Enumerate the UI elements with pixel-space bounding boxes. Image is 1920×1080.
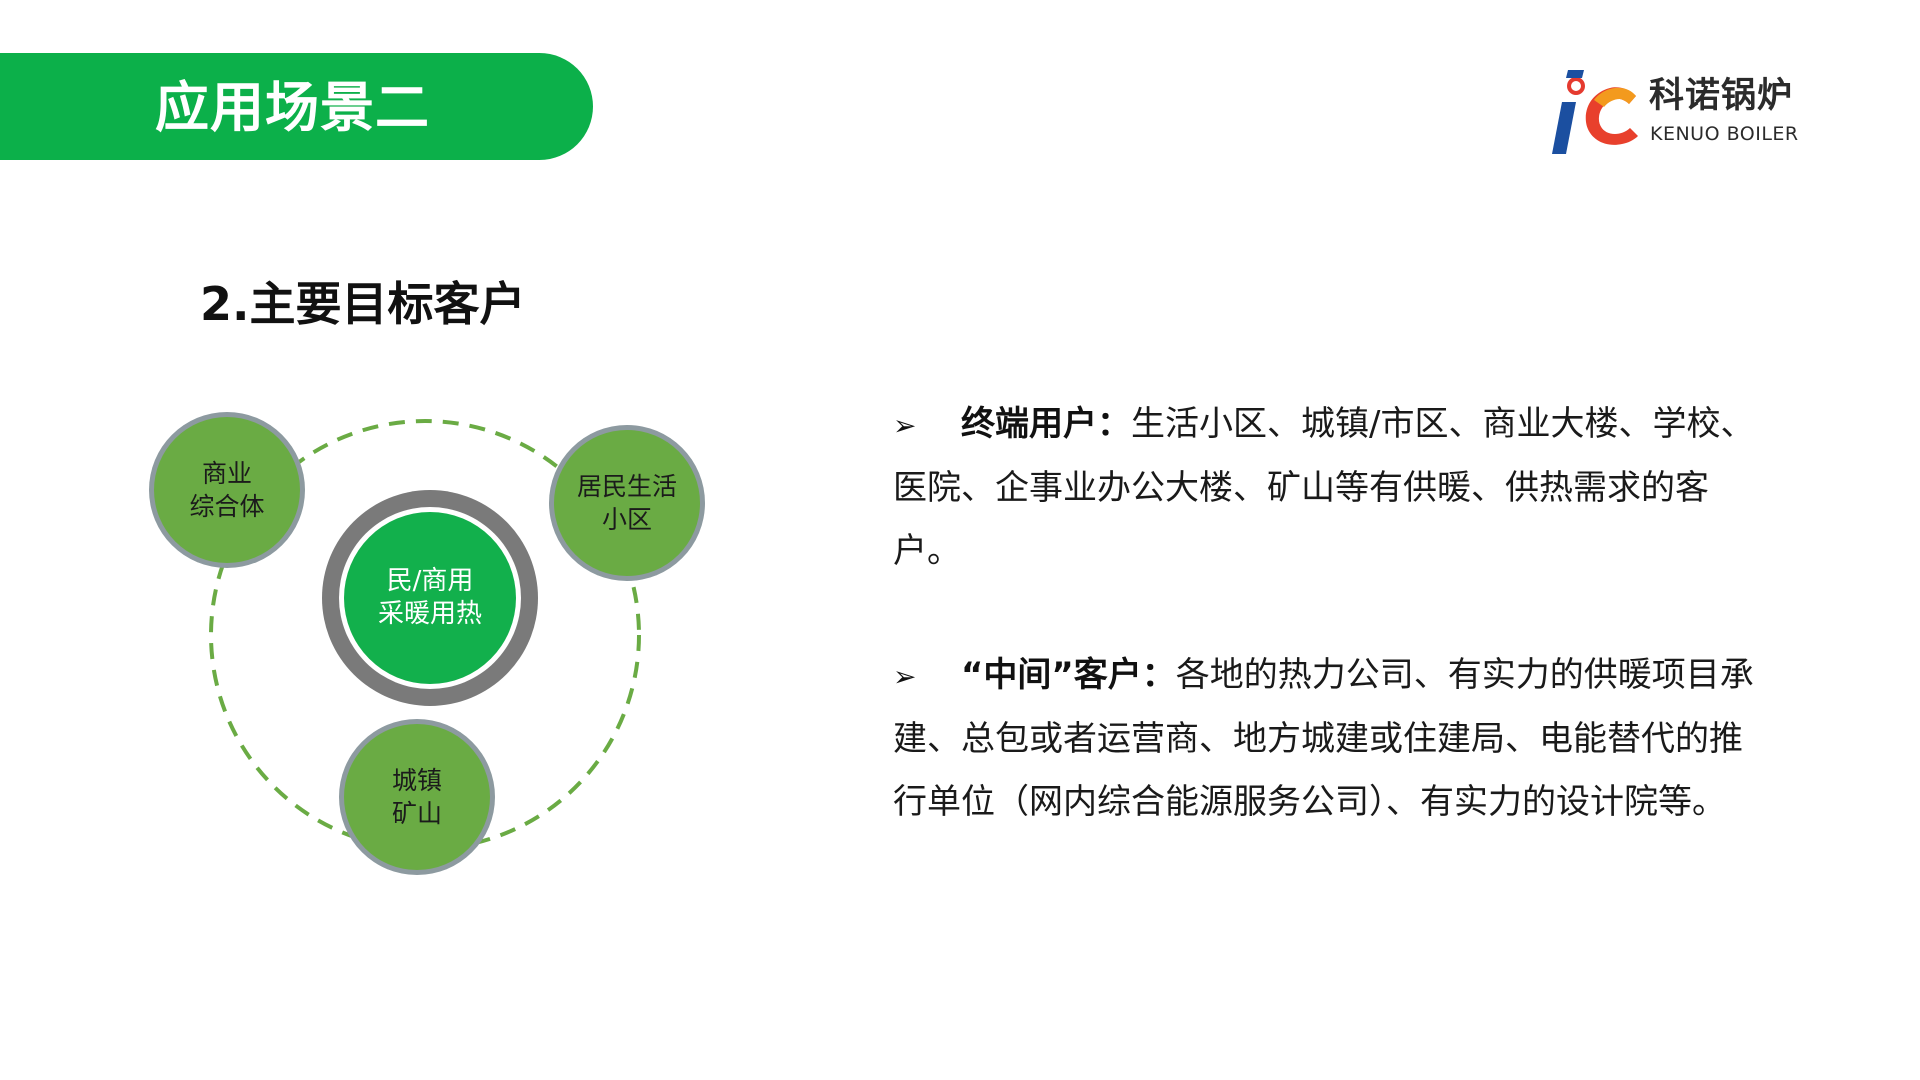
logo-english-name: KENUO BOILER xyxy=(1650,123,1799,145)
bullet-text: 各地的热力公司、有实力的供暖项目承建、总包或者运营商、地方城建或住建局、电能替代… xyxy=(893,655,1754,822)
bullet-intermediate-customers: ➢ “中间”客户：各地的热力公司、有实力的供暖项目承建、总包或者运营商、地方城建或… xyxy=(893,644,1768,834)
arrow-bullet-icon: ➢ xyxy=(893,660,917,693)
node-label-town: 城镇 矿山 xyxy=(337,764,497,830)
bullet-end-users: ➢ 终端用户：生活小区、城镇/市区、商业大楼、学校、医院、企事业办公大楼、矿山等有… xyxy=(893,393,1768,583)
center-circle xyxy=(344,512,516,684)
node-commercial-line1: 商业 xyxy=(201,459,252,488)
customer-list: ➢ 终端用户：生活小区、城镇/市区、商业大楼、学校、医院、企事业办公大楼、矿山等有… xyxy=(893,393,1793,834)
center-label-line1: 民/商用 xyxy=(386,566,474,596)
title-banner xyxy=(0,53,593,160)
node-label-residential: 居民生活 小区 xyxy=(547,470,707,536)
bullet-label: 终端用户： xyxy=(961,404,1131,444)
node-commercial xyxy=(154,417,300,563)
node-residential-line1: 居民生活 xyxy=(576,472,677,501)
company-logo: 科诺锅炉 KENUO BOILER xyxy=(1548,62,1838,162)
bullet-text: 生活小区、城镇/市区、商业大楼、学校、医院、企事业办公大楼、矿山等有供暖、供热需… xyxy=(893,404,1755,571)
node-label-commercial: 商业 综合体 xyxy=(147,457,307,523)
bullet-label: “中间”客户： xyxy=(961,655,1176,695)
node-town-line1: 城镇 xyxy=(391,766,442,795)
logo-chinese-name: 科诺锅炉 xyxy=(1649,76,1794,116)
arrow-bullet-icon: ➢ xyxy=(893,409,917,442)
node-town xyxy=(344,724,490,870)
kenuo-logo-icon xyxy=(1552,70,1638,154)
center-label: 民/商用 采暖用热 xyxy=(330,565,530,631)
diagram-graphic xyxy=(149,412,705,875)
slide-title: 应用场景二 xyxy=(155,76,430,139)
node-residential xyxy=(554,430,700,576)
node-commercial-line2: 综合体 xyxy=(189,492,265,521)
node-residential-line2: 小区 xyxy=(601,505,652,534)
center-label-line2: 采暖用热 xyxy=(377,599,482,629)
node-town-line2: 矿山 xyxy=(391,799,442,828)
customer-diagram: 民/商用 采暖用热 商业 综合体 居民生活 小区 城镇 矿山 xyxy=(100,360,750,900)
section-heading: 2.主要目标客户 xyxy=(200,277,526,331)
